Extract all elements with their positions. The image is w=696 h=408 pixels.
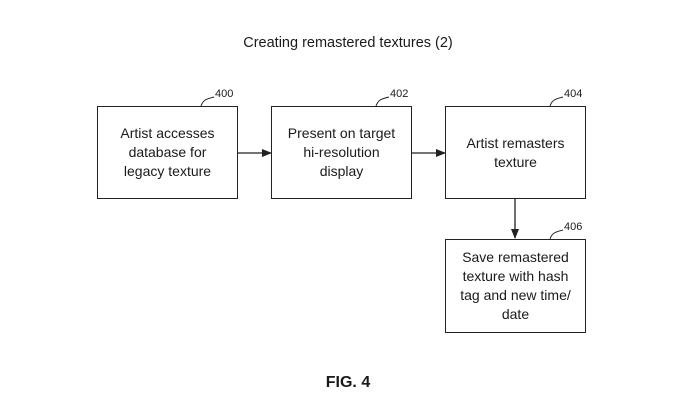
step-text-406: Save remastered texture with hash tag an… xyxy=(460,249,571,322)
step-text-404: Artist remasters texture xyxy=(466,134,565,170)
leader-400 xyxy=(200,96,215,107)
step-text-402: Present on target hi-resolution display xyxy=(287,125,396,179)
ref-label-404: 404 xyxy=(564,88,583,100)
step-box-406: Save remastered texture with hash tag an… xyxy=(445,239,586,333)
ref-label-406: 406 xyxy=(564,221,583,233)
leader-402 xyxy=(375,96,390,107)
leader-404 xyxy=(549,96,564,107)
leader-406 xyxy=(549,229,564,240)
step-box-402: Present on target hi-resolution display xyxy=(271,106,412,199)
ref-label-400: 400 xyxy=(215,88,234,100)
step-text-400: Artist accesses database for legacy text… xyxy=(120,125,215,179)
diagram-title: Creating remastered textures (2) xyxy=(243,35,453,51)
ref-label-402: 402 xyxy=(390,88,409,100)
step-box-404: Artist remasters texture xyxy=(445,106,586,199)
figure-label: FIG. 4 xyxy=(325,374,371,391)
step-box-400: Artist accesses database for legacy text… xyxy=(97,106,238,199)
